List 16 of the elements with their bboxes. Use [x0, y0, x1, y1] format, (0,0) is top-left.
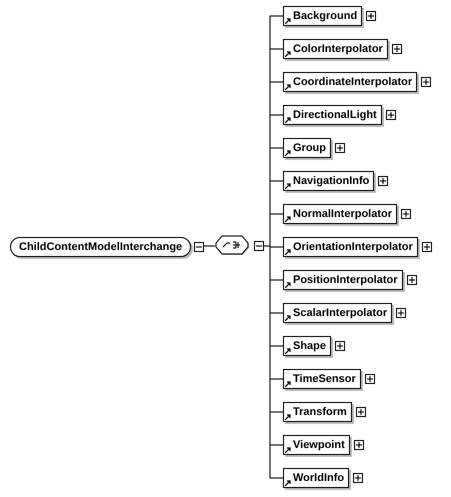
element-box: NormalInterpolator — [283, 204, 398, 224]
element-box: CoordinateInterpolator — [283, 72, 418, 92]
group-box: ChildContentModelInterchange — [10, 237, 192, 257]
element-box: TimeSensor — [283, 369, 361, 389]
element-box: ScalarInterpolator — [283, 303, 392, 323]
element-box: OrientationInterpolator — [283, 237, 418, 257]
element-box: Shape — [283, 336, 332, 356]
element-box: PositionInterpolator — [283, 270, 402, 290]
element-box: Viewpoint — [283, 435, 350, 455]
element-box: Background — [283, 6, 362, 26]
element-box: DirectionalLight — [283, 105, 382, 125]
element-box: NavigationInfo — [283, 171, 374, 191]
element-box: Group — [283, 138, 331, 158]
element-box: ColorInterpolator — [283, 39, 388, 59]
element-box: Transform — [283, 402, 352, 422]
element-box: WorldInfo — [283, 468, 350, 488]
